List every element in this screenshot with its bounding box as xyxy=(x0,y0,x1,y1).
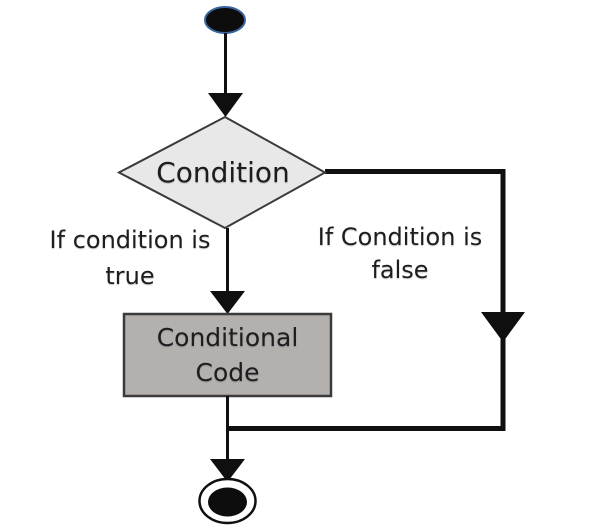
false-branch-label: If Condition is false xyxy=(317,223,483,284)
condition-diamond xyxy=(116,115,328,230)
true-branch-arrowhead-icon xyxy=(210,291,245,314)
conditional-code-box xyxy=(122,312,333,398)
true-branch-label: If condition is true xyxy=(49,226,211,290)
end-node-inner xyxy=(208,487,247,517)
start-node xyxy=(204,6,246,34)
end-arrowhead-icon xyxy=(210,459,245,482)
false-branch-arrowhead-icon xyxy=(481,312,525,342)
false-branch-connector xyxy=(227,169,506,431)
condition-label: Condition xyxy=(156,156,290,189)
conditional-code-label: Conditional Code xyxy=(156,323,299,387)
start-arrowhead-icon xyxy=(208,93,243,117)
